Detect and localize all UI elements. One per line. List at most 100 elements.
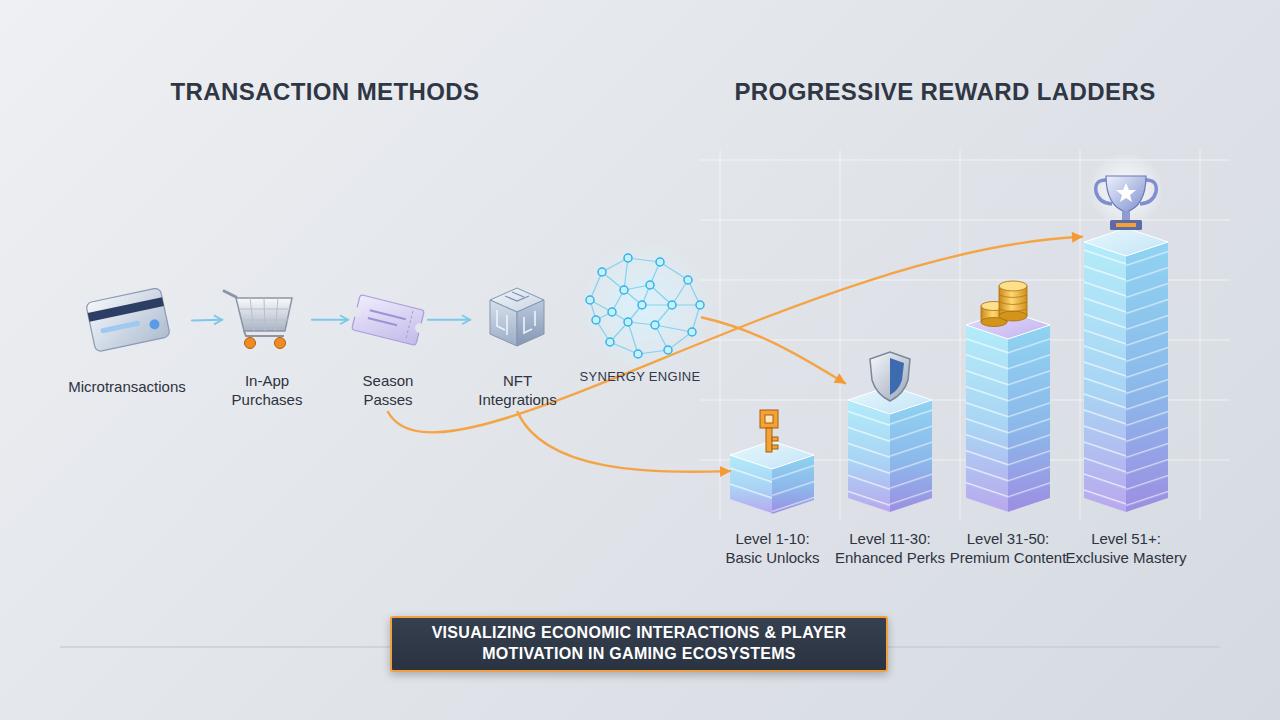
reward-curve	[518, 412, 731, 472]
network-icon	[624, 254, 632, 262]
pillar-level-3	[966, 325, 1008, 512]
nft-chip-icon	[517, 300, 544, 346]
node-label: Season Passes	[348, 372, 428, 410]
pillar-level-1	[730, 441, 814, 469]
shield-icon	[870, 352, 910, 401]
network-icon	[684, 276, 692, 284]
node-label: Level 1-10: Basic Unlocks	[723, 530, 823, 568]
node-label: In-App Purchases	[222, 372, 312, 410]
network-icon	[620, 286, 628, 294]
network-icon	[606, 338, 614, 346]
background-grid	[1200, 150, 1201, 520]
trophy-icon	[1088, 152, 1164, 228]
coins-icon	[981, 281, 1027, 327]
pillar-level-3	[1008, 325, 1050, 512]
reward-curve	[702, 318, 845, 384]
network-icon	[656, 258, 664, 266]
network-icon	[696, 301, 704, 309]
pillar-level-4	[1084, 228, 1168, 256]
trophy-icon	[1116, 223, 1136, 227]
caption-banner: VISUALIZING ECONOMIC INTERACTIONS & PLAY…	[390, 616, 888, 672]
ticket-icon	[352, 295, 425, 346]
coins-icon	[999, 281, 1027, 291]
pillar-level-4	[1084, 242, 1126, 512]
pillar-level-2	[848, 400, 890, 512]
credit-card-icon	[86, 287, 171, 352]
pillar-level-2	[848, 400, 890, 512]
reward-curve	[388, 237, 1082, 433]
key-icon	[765, 415, 773, 423]
background-grid	[700, 160, 1230, 161]
nft-chip-icon	[490, 300, 517, 346]
pillar-level-4	[1126, 242, 1168, 512]
cart-icon	[244, 331, 284, 336]
ticket-icon	[406, 311, 413, 340]
network-icon	[586, 296, 594, 304]
credit-card-icon	[86, 287, 171, 352]
credit-card-icon	[88, 297, 164, 322]
node-label: SYNERGY ENGINE	[575, 369, 705, 385]
node-label: Level 11-30: Enhanced Perks	[831, 530, 949, 568]
ticket-icon	[368, 318, 397, 325]
ticket-icon	[370, 310, 406, 319]
key-icon	[760, 410, 778, 452]
cart-icon	[236, 298, 292, 331]
coins-icon	[999, 311, 1027, 321]
network-icon	[590, 258, 700, 354]
cart-icon	[240, 298, 290, 331]
network-icon	[586, 254, 704, 358]
transaction-node: In-App Purchases	[222, 282, 312, 412]
engine-node: SYNERGY ENGINE	[578, 245, 702, 390]
background-grid	[960, 150, 961, 520]
nft-chip-icon	[497, 310, 535, 335]
network-icon	[598, 268, 606, 276]
credit-card-icon	[149, 318, 161, 330]
key-icon	[766, 428, 772, 452]
key-icon	[760, 410, 778, 428]
network-icon	[608, 308, 616, 316]
transaction-node: NFT Integrations	[470, 282, 565, 412]
network-icon	[646, 281, 654, 289]
network-icon	[575, 236, 715, 376]
cart-icon	[224, 291, 292, 349]
nft-chip-icon	[505, 292, 529, 301]
pillar-level-3	[966, 311, 1050, 339]
trophy-icon	[1122, 211, 1130, 221]
flow-arrow	[192, 319, 222, 322]
trophy-icon	[1088, 152, 1164, 230]
network-icon	[688, 328, 696, 336]
network-icon	[575, 236, 715, 376]
pillar-level-3	[966, 311, 1050, 512]
node-label: Level 31-50: Premium Content	[946, 530, 1071, 568]
background-grid	[700, 220, 1230, 221]
background-grid	[720, 150, 721, 520]
pillar-level-3	[1008, 325, 1050, 512]
transaction-node: Season Passes	[348, 282, 428, 412]
level-pillar: Level 11-30: Enhanced Perks	[845, 355, 935, 512]
trophy-icon	[1106, 176, 1146, 212]
section-heading: PROGRESSIVE REWARD LADDERS	[645, 78, 1245, 106]
shield-icon	[870, 352, 910, 401]
trophy-icon	[1110, 220, 1142, 230]
ticket-icon	[414, 322, 426, 334]
node-label: Microtransactions	[57, 378, 197, 397]
flow-arrow	[428, 319, 470, 321]
ticket-icon	[350, 306, 362, 318]
pillar-level-3	[966, 325, 1008, 512]
background-grid	[840, 150, 841, 520]
coins-icon	[999, 295, 1027, 312]
pillar-level-2	[848, 386, 932, 512]
node-label: NFT Integrations	[470, 372, 565, 410]
caption-text: VISUALIZING ECONOMIC INTERACTIONS & PLAY…	[406, 623, 872, 665]
network-icon	[638, 301, 646, 309]
shield-icon	[890, 358, 904, 395]
flow-arrow	[312, 319, 348, 321]
pillar-level-4	[1126, 242, 1168, 512]
network-icon	[668, 301, 676, 309]
background-grid	[700, 150, 1230, 520]
node-label: Level 51+: Exclusive Mastery	[1061, 530, 1191, 568]
pillar-level-2	[890, 400, 932, 512]
trophy-icon	[1116, 183, 1136, 202]
